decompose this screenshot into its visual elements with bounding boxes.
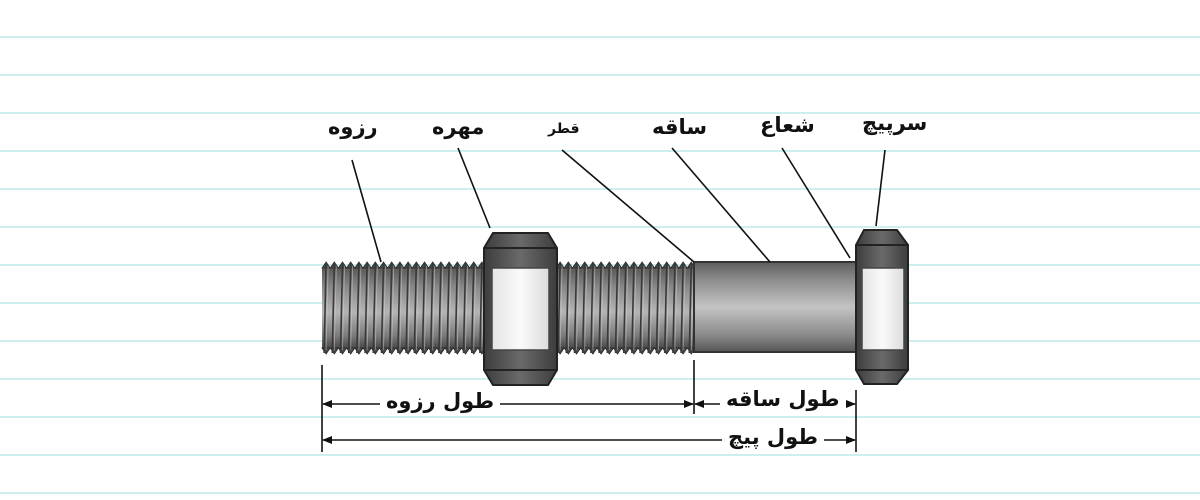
- label-diameter: قطر: [548, 121, 580, 137]
- label-radius: شعاع: [760, 113, 815, 137]
- dim-label-shank-length: طول ساقه: [720, 389, 846, 410]
- hex-nut: [483, 232, 558, 386]
- leader-lines: [351, 147, 886, 263]
- bolt-shank: [693, 261, 857, 353]
- bolt-head: [855, 229, 909, 385]
- leader-threads: [351, 159, 382, 263]
- label-threads: رزوه: [328, 115, 378, 139]
- thread-section-left: [321, 261, 487, 355]
- leader-head: [875, 149, 886, 227]
- label-shank: ساقه: [652, 115, 708, 139]
- leader-shank: [671, 147, 771, 263]
- label-head: سرپیچ: [862, 111, 928, 135]
- leader-diameter: [561, 149, 695, 263]
- label-nut: مهره: [432, 115, 485, 139]
- leader-radius: [781, 147, 851, 259]
- dim-label-thread-length: طول رزوه: [380, 391, 501, 412]
- leader-nut: [457, 147, 491, 229]
- thread-section-right: [555, 261, 697, 355]
- thread-ridges-right: [555, 261, 697, 355]
- dim-label-bolt-length: طول پیچ: [722, 427, 825, 448]
